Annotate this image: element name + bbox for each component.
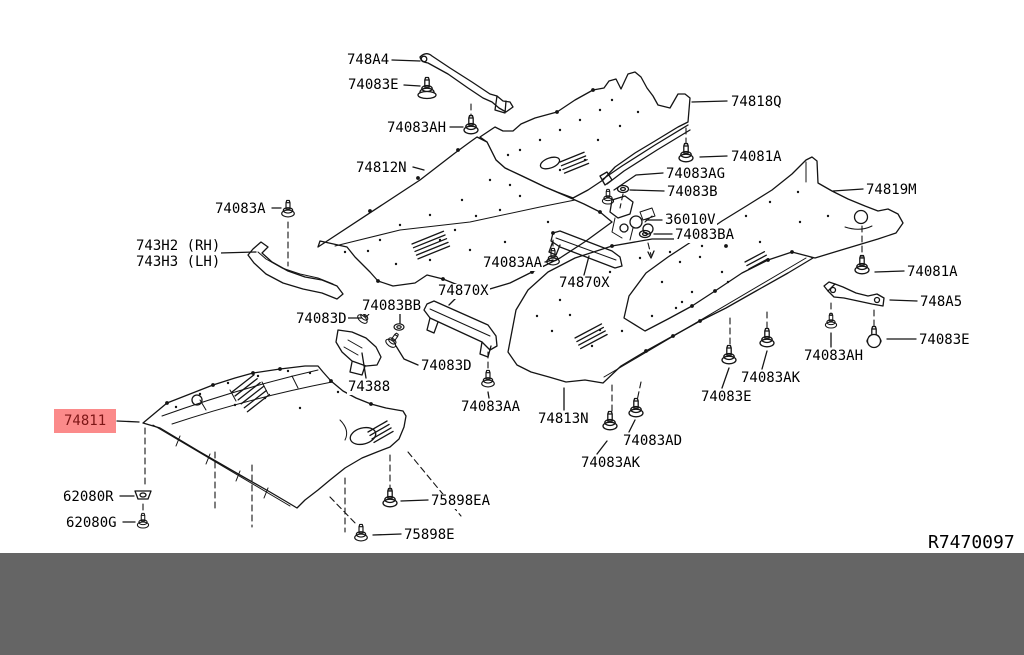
part-label-74083d[interactable]: 74083D (420, 358, 473, 374)
part-label-743h2rh[interactable]: 743H2 (RH) (135, 238, 222, 254)
part-label-74083aa[interactable]: 74083AA (482, 255, 544, 271)
part-label-74818q[interactable]: 74818Q (730, 94, 783, 110)
part-label-743h3lh[interactable]: 743H3 (LH) (135, 254, 222, 270)
part-label-74083ah[interactable]: 74083AH (803, 348, 865, 364)
footer-banner: NISSAN INFINITI - 758909HS0A N - 74811 (0, 553, 1024, 655)
part-label-74083ag[interactable]: 74083AG (665, 166, 727, 182)
jack-bracket-36010V (609, 195, 656, 241)
bracket-748A5 (823, 281, 885, 307)
part-label-74083e[interactable]: 74083E (918, 332, 971, 348)
part-label-74083ak[interactable]: 74083AK (740, 370, 802, 386)
bracket-743H2 (247, 241, 344, 300)
part-label-74083aa[interactable]: 74083AA (460, 399, 522, 415)
part-label-62080r[interactable]: 62080R (62, 489, 115, 505)
arrow-tip (647, 250, 655, 259)
front-under-cover-74811 (142, 365, 407, 509)
part-label-74811-highlighted[interactable]: 74811 (54, 409, 117, 433)
part-label-36010v[interactable]: 36010V (664, 212, 717, 228)
part-label-74083d[interactable]: 74083D (295, 311, 348, 327)
crossmember-74870X-left (423, 300, 498, 358)
part-label-74812n[interactable]: 74812N (355, 160, 408, 176)
bracket-74388 (335, 329, 382, 376)
drawing-reference-number: R7470097 (928, 532, 1015, 553)
footer-banner-background (0, 553, 1024, 655)
part-label-75898e[interactable]: 75898E (403, 527, 456, 543)
part-label-74870x[interactable]: 74870X (558, 275, 611, 291)
part-label-748a5[interactable]: 748A5 (919, 294, 964, 310)
floor-front-cover-74812N (317, 136, 613, 292)
part-label-74083ak[interactable]: 74083AK (580, 455, 642, 471)
part-label-74083e[interactable]: 74083E (700, 389, 753, 405)
part-label-62080g[interactable]: 62080G (65, 515, 118, 531)
part-label-74819m[interactable]: 74819M (865, 182, 918, 198)
part-label-74083ah[interactable]: 74083AH (386, 120, 448, 136)
leader-lines (116, 59, 918, 536)
part-label-74083bb[interactable]: 74083BB (361, 298, 423, 314)
part-label-74388[interactable]: 74388 (347, 379, 392, 395)
part-label-74813n[interactable]: 74813N (537, 411, 590, 427)
part-label-74083ad[interactable]: 74083AD (622, 433, 684, 449)
crossmember-74870X-right (548, 230, 623, 269)
part-label-74083e[interactable]: 74083E (347, 77, 400, 93)
part-label-74081a[interactable]: 74081A (906, 264, 959, 280)
projection-lines (142, 103, 875, 533)
part-label-74083b[interactable]: 74083B (666, 184, 719, 200)
bracket-748A4 (419, 53, 514, 114)
part-label-74870x[interactable]: 74870X (437, 283, 490, 299)
fasteners (134, 76, 882, 542)
part-label-748a4[interactable]: 748A4 (346, 52, 391, 68)
part-label-74083ba[interactable]: 74083BA (674, 227, 736, 243)
part-label-74081a[interactable]: 74081A (730, 149, 783, 165)
part-label-75898ea[interactable]: 75898EA (430, 493, 492, 509)
part-label-74083a[interactable]: 74083A (214, 201, 267, 217)
